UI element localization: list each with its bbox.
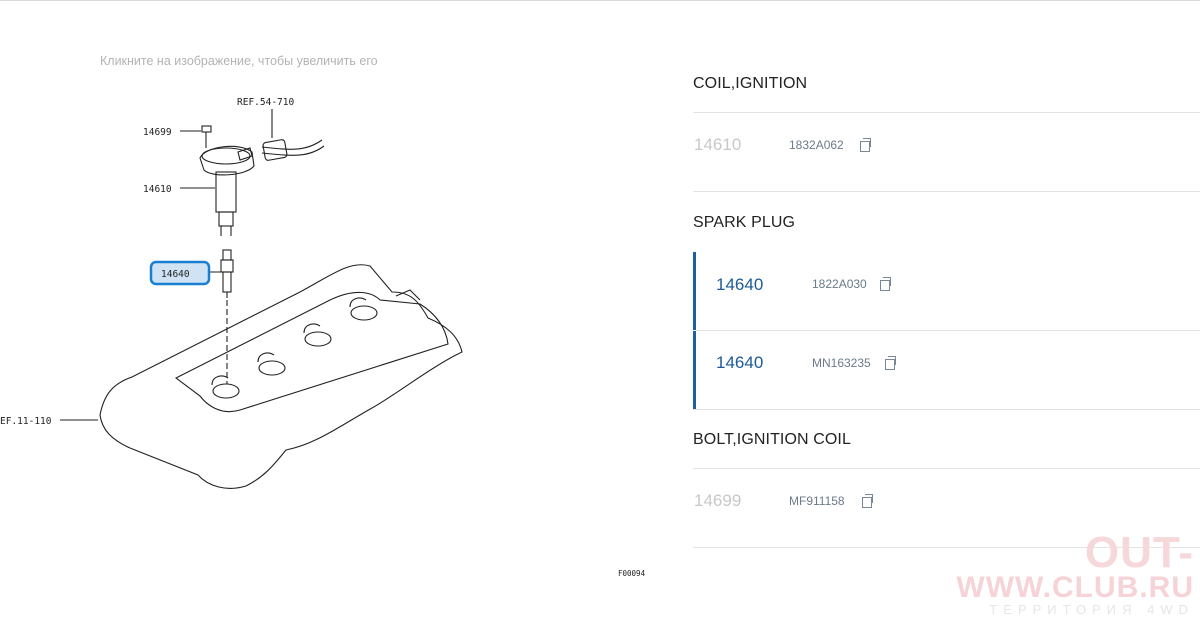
separator bbox=[693, 409, 1200, 410]
parts-diagram[interactable]: REF.54-710 14699 14610 bbox=[0, 80, 670, 600]
part-row-selected[interactable]: 14640 1822A030 bbox=[693, 252, 1200, 330]
part-number: 14640 bbox=[716, 275, 764, 294]
part-code[interactable]: MN163235 bbox=[812, 356, 871, 370]
part-code[interactable]: 1822A030 bbox=[812, 277, 867, 291]
enlarge-hint: Кликните на изображение, чтобы увеличить… bbox=[100, 54, 378, 68]
part-row[interactable]: 14610 1832A062 bbox=[693, 113, 1200, 191]
part-row[interactable]: 14699 MF911158 bbox=[693, 469, 1200, 547]
spark-plug-highlight[interactable] bbox=[149, 260, 211, 286]
part-number: 14699 bbox=[694, 491, 742, 510]
separator bbox=[696, 330, 1200, 331]
part-code[interactable]: MF911158 bbox=[789, 494, 845, 508]
watermark-line2: WWW.CLUB.RU bbox=[956, 571, 1194, 604]
coil-drawing bbox=[180, 145, 255, 236]
valve-cover-drawing bbox=[60, 264, 463, 489]
part-number: 14610 bbox=[694, 135, 742, 154]
part-number: 14640 bbox=[716, 353, 764, 372]
separator bbox=[693, 112, 1200, 113]
connector-drawing bbox=[261, 109, 325, 161]
group-title-bolt-ignition-coil: BOLT,IGNITION COIL bbox=[693, 431, 851, 448]
site-watermark: OUT- WWW.CLUB.RU ТЕРРИТОРИЯ 4WD bbox=[894, 528, 1194, 617]
part-code[interactable]: 1832A062 bbox=[789, 138, 844, 152]
watermark-line3: ТЕРРИТОРИЯ 4WD bbox=[989, 602, 1194, 617]
part-row-selected[interactable]: 14640 MN163235 bbox=[693, 331, 1200, 409]
bolt-drawing bbox=[180, 125, 212, 148]
ref-left-label: EF.11-110 bbox=[0, 416, 52, 427]
copy-icon[interactable] bbox=[862, 494, 873, 508]
copy-icon[interactable] bbox=[885, 356, 896, 370]
group-title-spark-plug: SPARK PLUG bbox=[693, 214, 796, 231]
bolt-label: 14699 bbox=[143, 127, 172, 138]
spark-plug-label: 14640 bbox=[161, 269, 190, 280]
separator bbox=[693, 547, 1200, 548]
copy-icon[interactable] bbox=[860, 138, 871, 152]
ref-top-label: REF.54-710 bbox=[237, 97, 294, 108]
group-title-coil-ignition: COIL,IGNITION bbox=[693, 75, 808, 92]
top-divider bbox=[0, 0, 1200, 1]
coil-label: 14610 bbox=[143, 184, 172, 195]
separator bbox=[693, 468, 1200, 469]
figure-code: F00094 bbox=[618, 569, 646, 578]
copy-icon[interactable] bbox=[880, 277, 891, 291]
separator bbox=[693, 191, 1200, 192]
watermark-line1: OUT- bbox=[1084, 528, 1194, 577]
